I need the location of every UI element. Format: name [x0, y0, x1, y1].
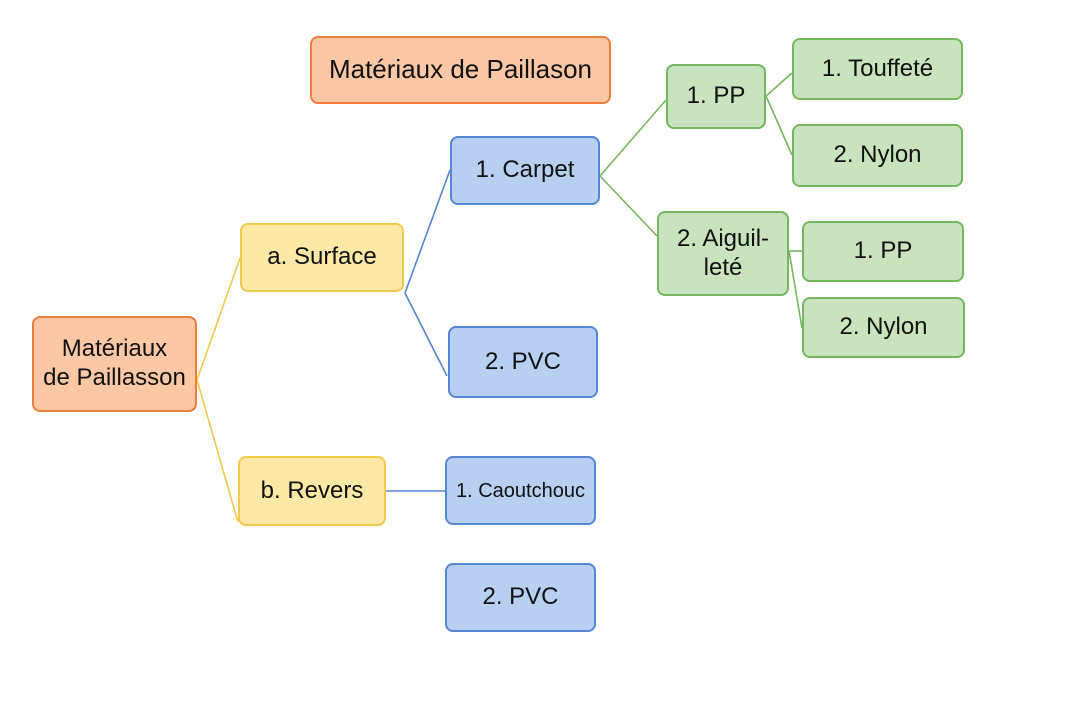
aiguillete-node-label: 2. Aiguil- leté — [676, 224, 770, 281]
connector-surface-pvc — [404, 292, 448, 377]
touffete-node-label: 1. Touffeté — [821, 54, 934, 82]
pp-node: 1. PP — [666, 64, 766, 129]
carpet-node: 1. Carpet — [450, 136, 600, 205]
root-node: Matériaux de Paillasson — [32, 316, 197, 412]
aiguillete-node: 2. Aiguil- leté — [657, 211, 789, 296]
connector-surface-carpet — [404, 169, 451, 294]
title-node: Matériaux de Paillason — [310, 36, 611, 104]
root-node-label: Matériaux de Paillasson — [43, 335, 186, 391]
surface-node: a. Surface — [240, 223, 404, 292]
pp-node-label: 1. PP — [686, 82, 746, 110]
nylon-aiguillete-node-label: 2. Nylon — [839, 313, 928, 341]
pvc-surface-node: 2. PVC — [448, 326, 598, 398]
connector-root-revers — [196, 379, 239, 523]
nylon-aiguillete-node: 2. Nylon — [802, 297, 965, 358]
connector-carpet-aiguillete — [599, 175, 658, 237]
connector-carpet-pp — [599, 99, 667, 177]
caoutchouc-node-label: 1. Caoutchouc — [456, 479, 585, 502]
pp-aiguillete-node: 1. PP — [802, 221, 964, 282]
carpet-node-label: 1. Carpet — [475, 156, 575, 184]
revers-node: b. Revers — [238, 456, 386, 526]
pp-aiguillete-node-label: 1. PP — [853, 237, 913, 265]
revers-node-label: b. Revers — [260, 476, 364, 504]
connector-pp-nylon — [765, 95, 793, 156]
touffete-node: 1. Touffeté — [792, 38, 963, 100]
pvc-revers-node: 2. PVC — [445, 563, 596, 632]
nylon-pp-node-label: 2. Nylon — [833, 141, 922, 169]
connector-root-surface — [196, 257, 241, 381]
nylon-pp-node: 2. Nylon — [792, 124, 963, 187]
title-node-label: Matériaux de Paillason — [328, 54, 593, 85]
surface-node-label: a. Surface — [267, 243, 377, 271]
pvc-revers-node-label: 2. PVC — [482, 583, 559, 611]
connector-aiguillete-nylon — [788, 250, 803, 329]
connector-pp-touffete — [765, 72, 793, 97]
caoutchouc-node: 1. Caoutchouc — [445, 456, 596, 525]
pvc-surface-node-label: 2. PVC — [484, 347, 562, 375]
